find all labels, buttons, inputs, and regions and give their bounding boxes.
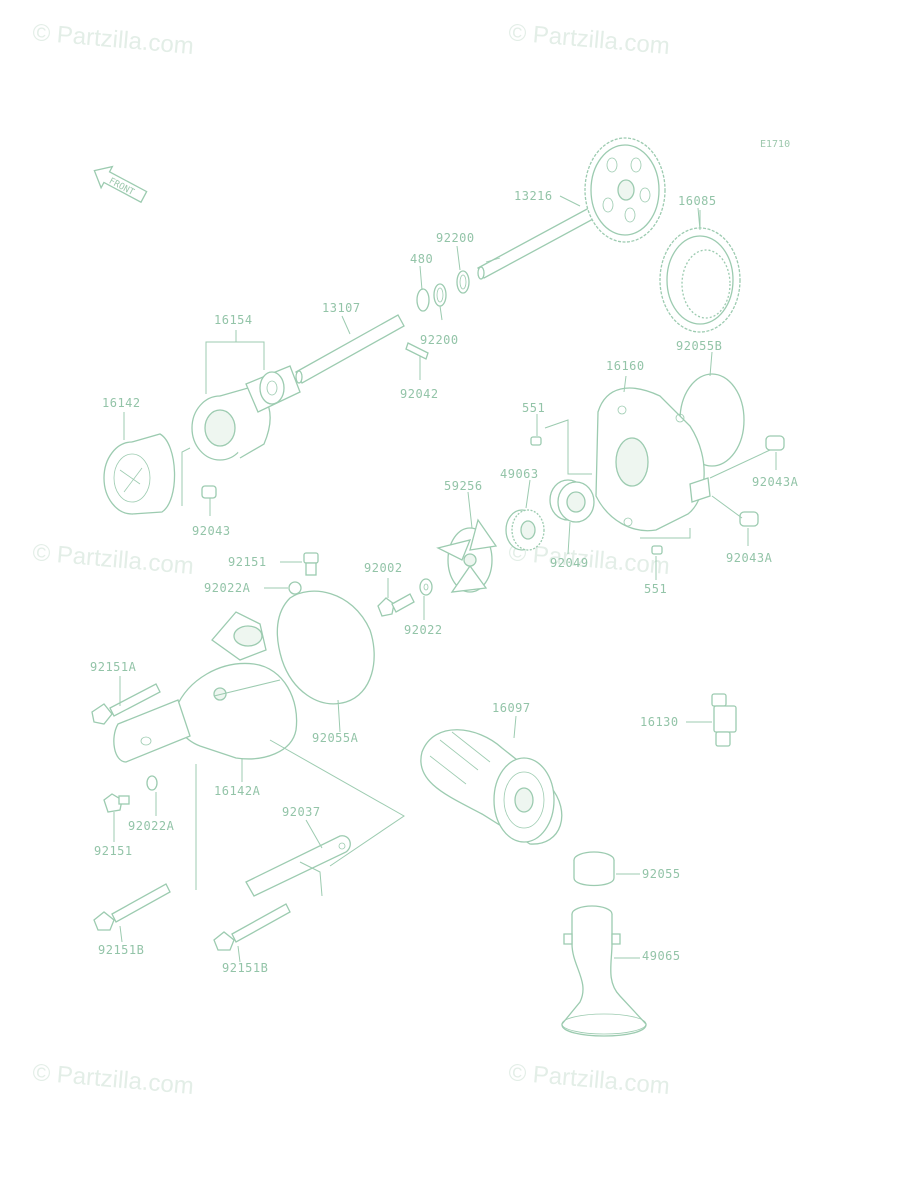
label-16142A[interactable]: 16142A	[214, 784, 261, 798]
label-92022A-b[interactable]: 92022A	[128, 819, 175, 833]
part-92043-pin	[201, 485, 217, 499]
label-92200-a[interactable]: 92200	[436, 231, 475, 245]
part-92200-ring-a	[456, 270, 470, 294]
label-16160[interactable]: 16160	[606, 359, 645, 373]
label-49063[interactable]: 49063	[500, 467, 539, 481]
part-16097-oil-filter	[420, 729, 563, 845]
part-13216-gear	[584, 137, 666, 243]
leader-lines	[113, 195, 777, 963]
label-92022[interactable]: 92022	[404, 623, 443, 637]
label-92151B-b[interactable]: 92151B	[222, 961, 268, 975]
label-92043A-a[interactable]: 92043A	[752, 475, 799, 489]
watermark-top-right: © Partzilla.com	[507, 19, 670, 60]
part-16160-cover	[595, 387, 711, 532]
label-49065[interactable]: 49065	[642, 949, 681, 963]
part-92043A-pin-b	[739, 511, 759, 527]
front-arrow-icon: FRONT	[93, 165, 148, 204]
label-92151B-a[interactable]: 92151B	[98, 943, 144, 957]
part-92200-ring-b	[433, 283, 447, 307]
part-92055-cap	[573, 851, 615, 887]
label-16130[interactable]: 16130	[640, 715, 679, 729]
part-16085-gear	[659, 210, 741, 333]
label-59256[interactable]: 59256	[444, 479, 483, 493]
label-92200-b[interactable]: 92200	[420, 333, 459, 347]
part-551-dowel-a	[530, 436, 542, 446]
part-49065-strainer	[561, 905, 647, 1037]
part-92055A-gasket	[276, 590, 375, 705]
part-92151A-bolt	[91, 683, 161, 725]
part-16130-pressure-switch	[711, 693, 737, 747]
part-92151-plug	[303, 552, 319, 576]
watermark-mid-left: © Partzilla.com	[31, 539, 194, 580]
part-13107-shaft	[295, 314, 405, 384]
part-92042-pin	[405, 342, 429, 360]
label-92037[interactable]: 92037	[282, 805, 321, 819]
watermark-top-left: © Partzilla.com	[31, 19, 194, 60]
part-16142-housing	[103, 433, 176, 515]
part-480-circlip	[416, 288, 430, 312]
part-92037-guide	[245, 835, 351, 897]
part-92002-bolt	[377, 593, 415, 617]
part-551-dowel-b	[651, 545, 663, 555]
label-16142[interactable]: 16142	[102, 396, 141, 410]
label-92043A-b[interactable]: 92043A	[726, 551, 773, 565]
label-92022A-a[interactable]: 92022A	[204, 581, 251, 595]
label-92002[interactable]: 92002	[364, 561, 403, 575]
part-92043A-pin-a	[765, 435, 785, 451]
label-92049[interactable]: 92049	[550, 556, 589, 570]
label-92043[interactable]: 92043	[192, 524, 231, 538]
part-16154-rotor-inner	[245, 365, 301, 413]
label-16085[interactable]: 16085	[678, 194, 717, 208]
label-551-a[interactable]: 551	[522, 401, 545, 415]
watermark-bottom-left: © Partzilla.com	[31, 1059, 194, 1100]
part-labels: 13216 16085 92200 480 92200 13107 16154 …	[90, 189, 799, 975]
part-92151B-bolt-b	[213, 903, 291, 951]
part-92049-bearing	[549, 479, 595, 523]
label-92151-b[interactable]: 92151	[94, 844, 133, 858]
part-92022A-washer-b	[146, 775, 158, 791]
part-92151B-bolt-a	[93, 883, 171, 931]
watermark-bottom-right: © Partzilla.com	[507, 1059, 670, 1100]
label-13216[interactable]: 13216	[514, 189, 553, 203]
label-92055B[interactable]: 92055B	[676, 339, 722, 353]
part-59256-impeller	[436, 518, 498, 593]
label-480[interactable]: 480	[410, 252, 433, 266]
part-92151-bolt	[103, 793, 130, 813]
part-92022-washer	[419, 578, 433, 596]
part-16142A-pump-body	[113, 611, 298, 763]
label-92151A[interactable]: 92151A	[90, 660, 137, 674]
part-92022A-washer-a	[288, 581, 302, 595]
diagram-code: E1710	[760, 139, 790, 150]
label-92042[interactable]: 92042	[400, 387, 439, 401]
label-16097[interactable]: 16097	[492, 701, 531, 715]
part-49063-seal	[505, 509, 545, 551]
label-551-b[interactable]: 551	[644, 582, 667, 596]
label-13107[interactable]: 13107	[322, 301, 361, 315]
label-92055A[interactable]: 92055A	[312, 731, 359, 745]
label-92151-a[interactable]: 92151	[228, 555, 267, 569]
label-92055[interactable]: 92055	[642, 867, 681, 881]
label-16154[interactable]: 16154	[214, 313, 253, 327]
